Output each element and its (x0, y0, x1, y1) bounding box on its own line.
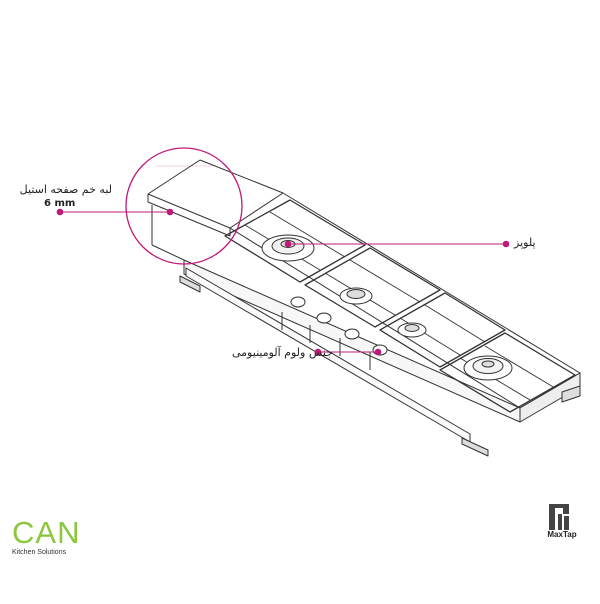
edge-callout-label: لبه خم صفحه استیل (19, 183, 112, 196)
foot-right (561, 385, 581, 403)
zoom-detail-circle (125, 147, 243, 265)
foot-left (179, 275, 201, 293)
valve-callout-label: جنس ولوم آلومینیومی (232, 346, 333, 359)
grate-3 (379, 292, 506, 368)
can-logo-word: CAN (12, 515, 81, 550)
cooktop-left-edge (147, 193, 231, 237)
callout-edge (56, 208, 174, 216)
maxtap-logo-text: MaxTap (547, 530, 577, 539)
burner-callout-label: پلوپز (514, 236, 536, 249)
can-logo: CAN Kitchen Solutions (12, 515, 81, 556)
burner-small (397, 322, 427, 338)
callout-valve (314, 348, 382, 356)
foot-front (461, 437, 489, 457)
maxtap-mark-icon (549, 504, 569, 530)
cooktop-top-plate (229, 192, 581, 409)
grate-2 (304, 247, 441, 328)
burner-large (463, 355, 513, 381)
burner-medium (339, 287, 373, 305)
edge-size-label: 6 mm (44, 198, 76, 209)
callout-burner (284, 240, 510, 248)
grate-4 (439, 332, 576, 413)
grate-1 (224, 199, 366, 283)
can-logo-subtitle: Kitchen Solutions (12, 549, 67, 556)
burner-wok (261, 234, 315, 262)
maxtap-logo: MaxTap (540, 500, 584, 539)
